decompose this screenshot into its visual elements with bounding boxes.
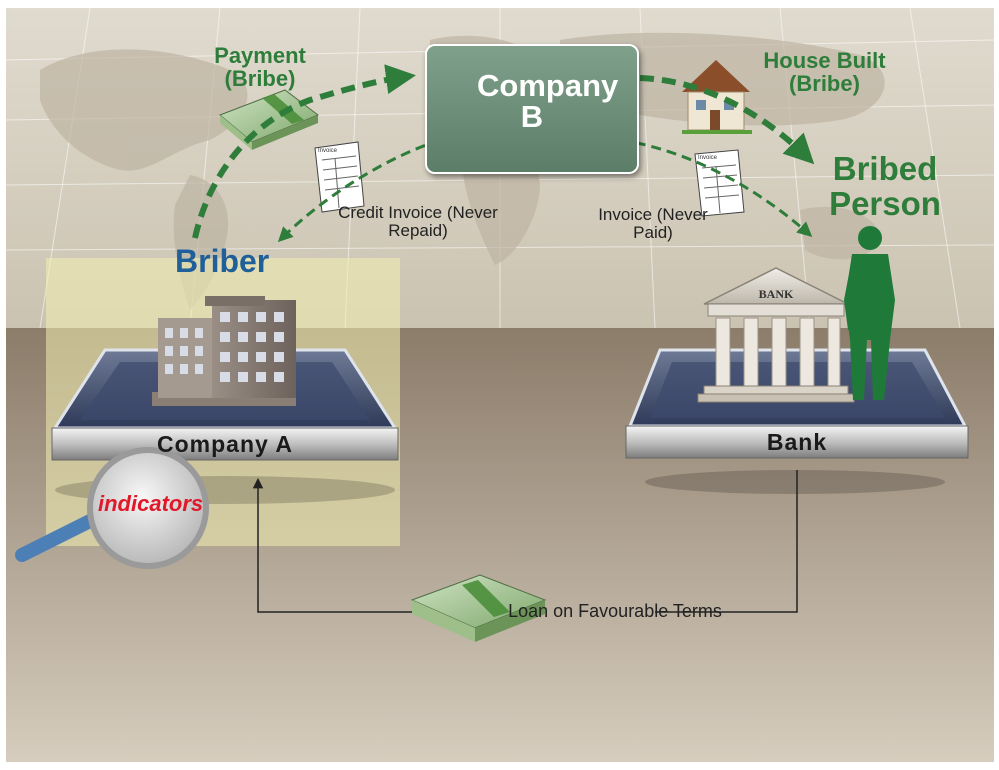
credit-invoice-arrow xyxy=(277,138,441,243)
bank-building-icon xyxy=(697,267,855,403)
invoice-label: Invoice (Never Paid) xyxy=(598,205,708,242)
bribed-person-label: Bribed Person xyxy=(829,150,941,222)
credit-invoice-document-icon xyxy=(314,141,365,213)
bank-label: Bank xyxy=(766,429,828,455)
invoice-doc-caption: Invoice xyxy=(698,155,718,161)
credit-invoice-doc-caption: Invoice xyxy=(318,148,338,154)
loan-line-from-bank xyxy=(655,470,798,613)
indicators-label: indicators xyxy=(98,491,204,516)
loan-arrow-to-company-a xyxy=(252,477,412,613)
loan-label: Loan on Favourable Terms xyxy=(508,601,722,621)
invoice-document-icon xyxy=(694,149,745,217)
payment-arrow xyxy=(192,64,416,239)
company-a-building-icon xyxy=(152,296,296,406)
money-stack-payment-icon xyxy=(219,89,320,150)
house-built-label: House Built (Bribe) xyxy=(763,48,886,97)
house-icon xyxy=(682,60,752,134)
money-stack-loan-icon xyxy=(410,574,547,642)
bribed-person-silhouette xyxy=(844,226,895,400)
company-b-label: Company B xyxy=(477,68,619,134)
company-a-label: Company A xyxy=(157,431,293,457)
briber-label: Briber xyxy=(175,243,270,279)
credit-invoice-label: Credit Invoice (Never Repaid) xyxy=(338,203,498,240)
magnifier-icon xyxy=(15,447,209,569)
bank-sign-label: BANK xyxy=(758,287,794,301)
house-built-arrow xyxy=(639,75,815,165)
payment-label: Payment (Bribe) xyxy=(214,43,306,92)
world-map-continents xyxy=(40,32,885,310)
company-b-node: Company B xyxy=(425,44,639,174)
